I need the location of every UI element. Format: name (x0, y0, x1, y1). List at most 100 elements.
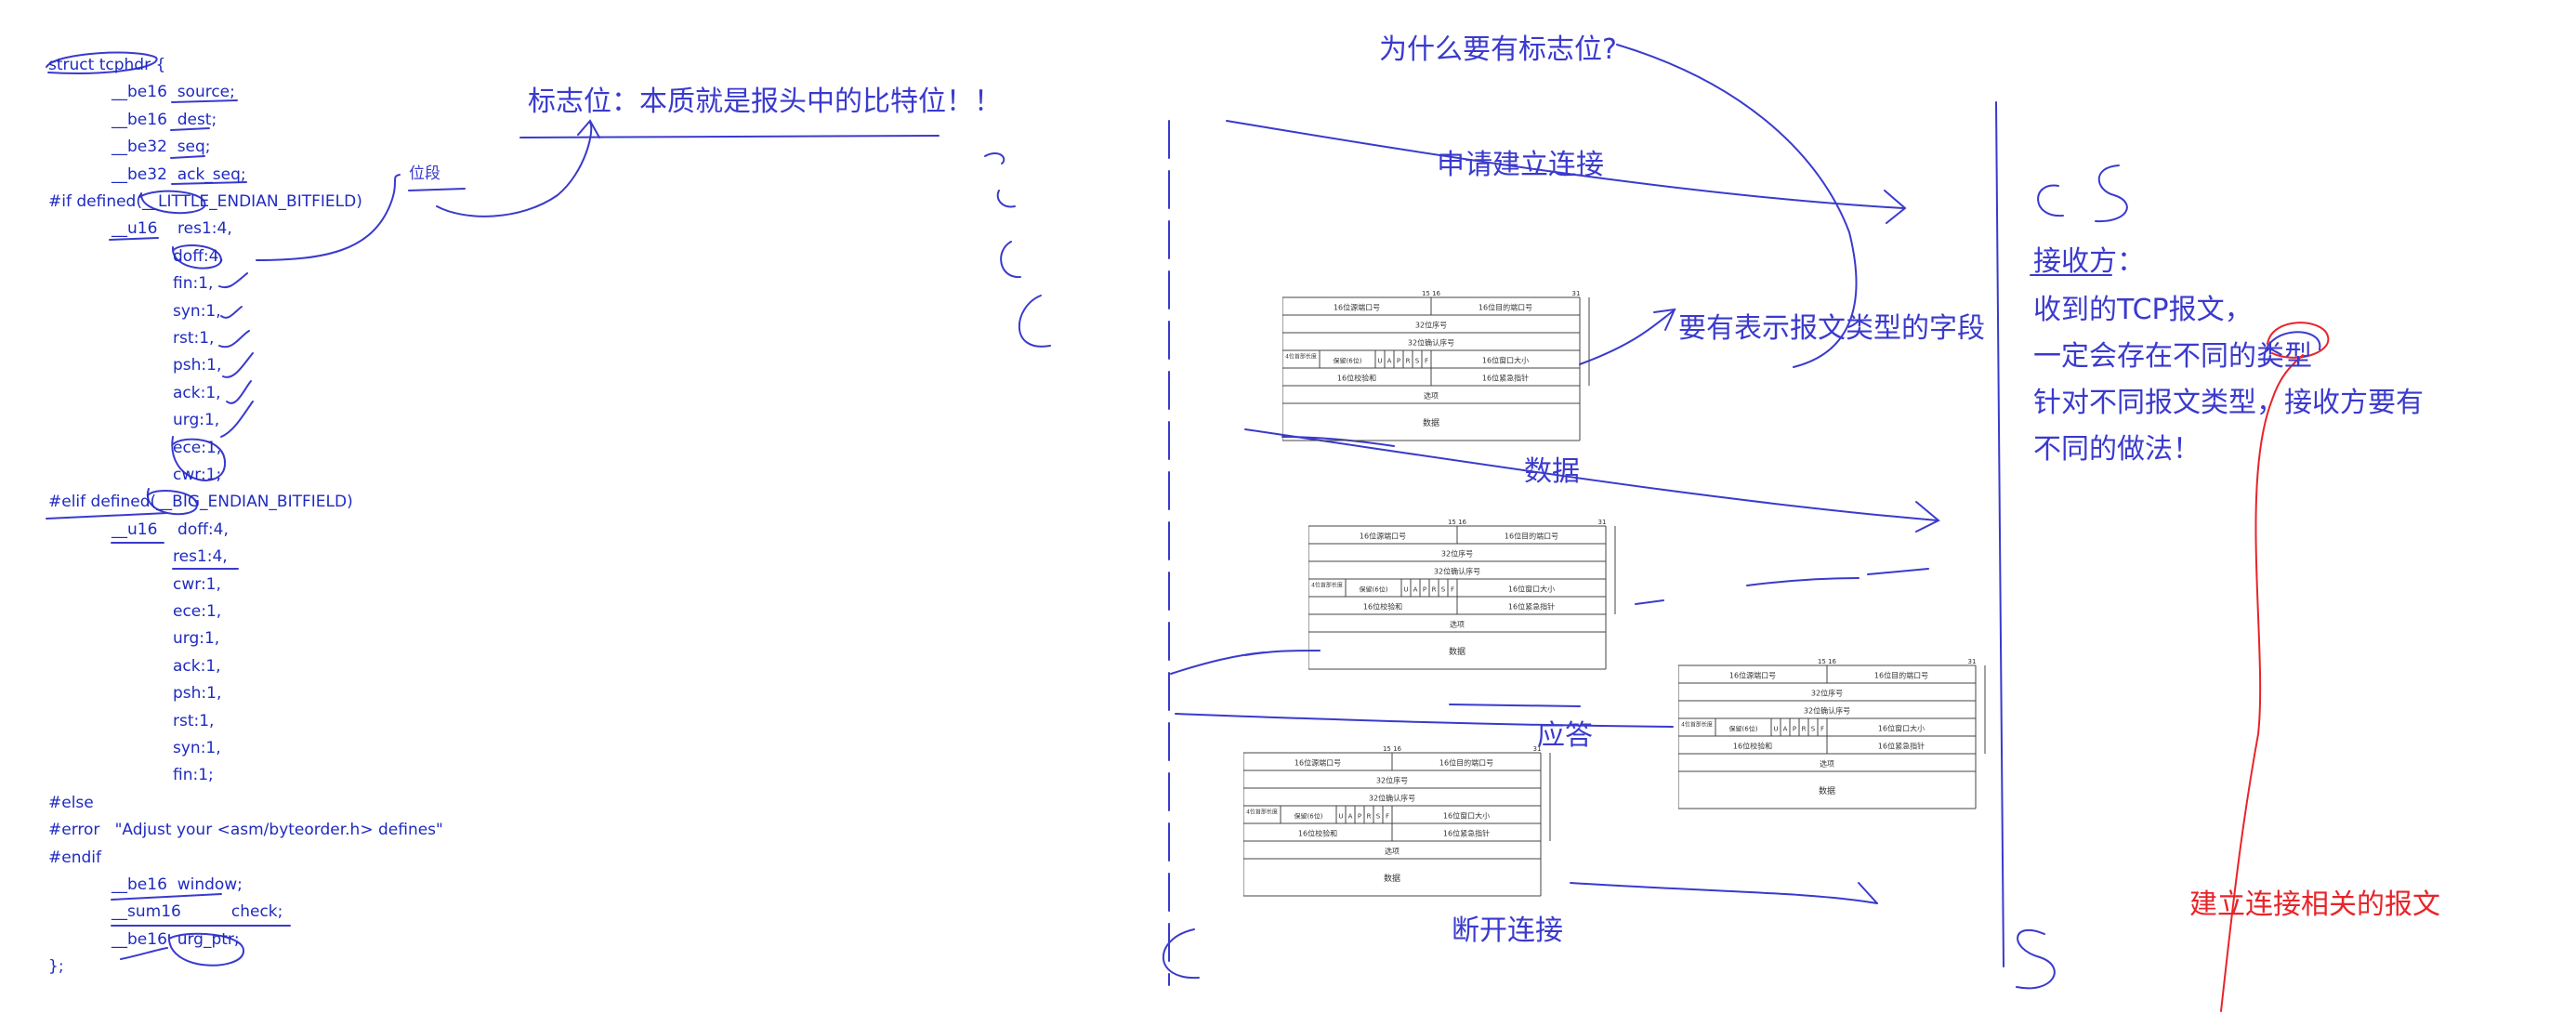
svg-text:F: F (1425, 357, 1428, 364)
svg-text:U: U (1338, 812, 1343, 820)
svg-text:31: 31 (1968, 658, 1977, 665)
svg-text:16位目的端口号: 16位目的端口号 (1479, 302, 1532, 311)
svg-text:16位窗口大小: 16位窗口大小 (1878, 723, 1925, 732)
code-line: psh:1, (173, 684, 222, 704)
code-line: #error "Adjust your <asm/byteorder.h> de… (48, 821, 443, 840)
code-line: struct tcphdr { (48, 56, 166, 74)
svg-text:选项: 选项 (1385, 846, 1400, 855)
svg-text:数据: 数据 (1423, 417, 1439, 428)
stroke-big-endian-circle (146, 488, 199, 516)
svg-text:P: P (1358, 812, 1361, 820)
svg-text:4位首部长度: 4位首部长度 (1285, 353, 1317, 361)
code-line: doff:4, (173, 246, 224, 266)
note-flag-essence: 标志位：本质就是报头中的比特位！！ (528, 86, 1002, 118)
svg-text:A: A (1348, 812, 1353, 820)
svg-text:4位首部长度: 4位首部长度 (1681, 721, 1713, 729)
code-line: fin:1, (173, 274, 214, 294)
svg-text:U: U (1377, 357, 1382, 364)
svg-text:保留(6位): 保留(6位) (1334, 356, 1362, 364)
receiver-line-2: 一定会存在不同的类型 (2033, 340, 2312, 373)
svg-text:16位紧急指针: 16位紧急指针 (1443, 828, 1490, 837)
receiver-line-4: 不同的做法！ (2033, 433, 2201, 466)
svg-text:16位校验和: 16位校验和 (1298, 828, 1337, 837)
stroke-little-endian-circle (138, 190, 206, 215)
stroke-ece-cwr-circle (171, 436, 227, 481)
code-line: rst:1, (173, 711, 215, 730)
code-line: fin:1; (173, 766, 214, 785)
code-line: urg:1, (173, 629, 220, 649)
note-request-connect: 申请建立连接 (1437, 149, 1604, 181)
stroke-struct-circle (46, 51, 158, 74)
code-line: syn:1, (173, 301, 221, 321)
svg-text:U: U (1403, 585, 1408, 593)
svg-text:S: S (1376, 812, 1381, 820)
stroke-red-connector (2220, 354, 2304, 1012)
svg-text:32位确认序号: 32位确认序号 (1408, 337, 1454, 347)
receiver-line-3: 针对不同报文类型，接收方要有 (2033, 387, 2424, 419)
code-line: res1:4, (173, 547, 228, 567)
svg-text:16位目的端口号: 16位目的端口号 (1874, 670, 1928, 679)
svg-text:16位窗口大小: 16位窗口大小 (1482, 355, 1529, 364)
svg-text:选项: 选项 (1424, 390, 1439, 400)
code-line: __be16 source; (112, 83, 235, 102)
svg-text:15 16: 15 16 (1818, 658, 1837, 665)
code-line: #endif (48, 848, 101, 867)
svg-text:P: P (1793, 725, 1796, 732)
stroke-label-curve (436, 122, 593, 217)
code-line: __be16 dest; (112, 110, 217, 129)
svg-text:U: U (1773, 725, 1778, 732)
svg-text:A: A (1413, 585, 1418, 593)
code-line: __be16 urg_ptr; (112, 929, 240, 949)
svg-text:16位源端口号: 16位源端口号 (1334, 302, 1380, 311)
code-line: }; (48, 957, 64, 977)
svg-text:16位目的端口号: 16位目的端口号 (1505, 531, 1558, 540)
code-line: __u16 doff:4, (112, 520, 229, 539)
svg-text:32位序号: 32位序号 (1376, 775, 1408, 784)
code-line: ack:1, (173, 656, 221, 676)
svg-text:4位首部长度: 4位首部长度 (1246, 809, 1278, 816)
svg-text:保留(6位): 保留(6位) (1360, 585, 1388, 593)
stroke-urgptr-circle (167, 932, 245, 967)
stroke-window-underline (111, 893, 222, 901)
stroke-dest-underline (170, 127, 210, 131)
note-type-field: 要有表示报文类型的字段 (1678, 312, 1985, 345)
svg-text:S: S (1415, 357, 1420, 364)
svg-text:16位紧急指针: 16位紧急指针 (1508, 601, 1555, 611)
code-line: ece:1, (173, 602, 222, 621)
svg-text:15 16: 15 16 (1383, 745, 1402, 753)
svg-text:16位紧急指针: 16位紧急指针 (1878, 741, 1925, 750)
svg-text:16位目的端口号: 16位目的端口号 (1439, 757, 1493, 767)
svg-text:32位序号: 32位序号 (1441, 548, 1473, 558)
svg-text:32位序号: 32位序号 (1811, 688, 1843, 697)
code-line: cwr:1, (173, 574, 221, 594)
stroke-red-circle (2267, 322, 2330, 359)
svg-text:16位校验和: 16位校验和 (1733, 741, 1772, 750)
svg-text:16位源端口号: 16位源端口号 (1729, 670, 1776, 679)
stroke-urgptr-swoosh (120, 947, 168, 960)
code-line: urg:1, (173, 411, 220, 430)
code-line: #else (48, 793, 94, 812)
code-line: __be32 ack_seq; (112, 164, 246, 184)
svg-text:F: F (1451, 585, 1454, 593)
svg-text:16位源端口号: 16位源端口号 (1295, 757, 1341, 767)
code-line: #if defined(__LITTLE_ENDIAN_BITFIELD) (48, 192, 362, 211)
svg-text:16位源端口号: 16位源端口号 (1360, 531, 1406, 540)
svg-text:32位确认序号: 32位确认序号 (1434, 566, 1480, 575)
svg-text:16位窗口大小: 16位窗口大小 (1508, 584, 1555, 593)
stroke-ackseq-underline (171, 181, 247, 185)
stroke-seq-underline (170, 155, 205, 159)
svg-text:16位紧急指针: 16位紧急指针 (1482, 373, 1529, 382)
note-why-flags: 为什么要有标志位? (1379, 33, 1617, 66)
svg-text:P: P (1423, 585, 1426, 593)
code-line: __u16 res1:4, (112, 219, 232, 239)
stroke-u16-underline (109, 237, 159, 241)
note-reply: 应答 (1537, 719, 1593, 752)
svg-text:4位首部长度: 4位首部长度 (1311, 582, 1343, 589)
svg-text:16位窗口大小: 16位窗口大小 (1443, 810, 1490, 820)
svg-text:数据: 数据 (1384, 873, 1400, 884)
